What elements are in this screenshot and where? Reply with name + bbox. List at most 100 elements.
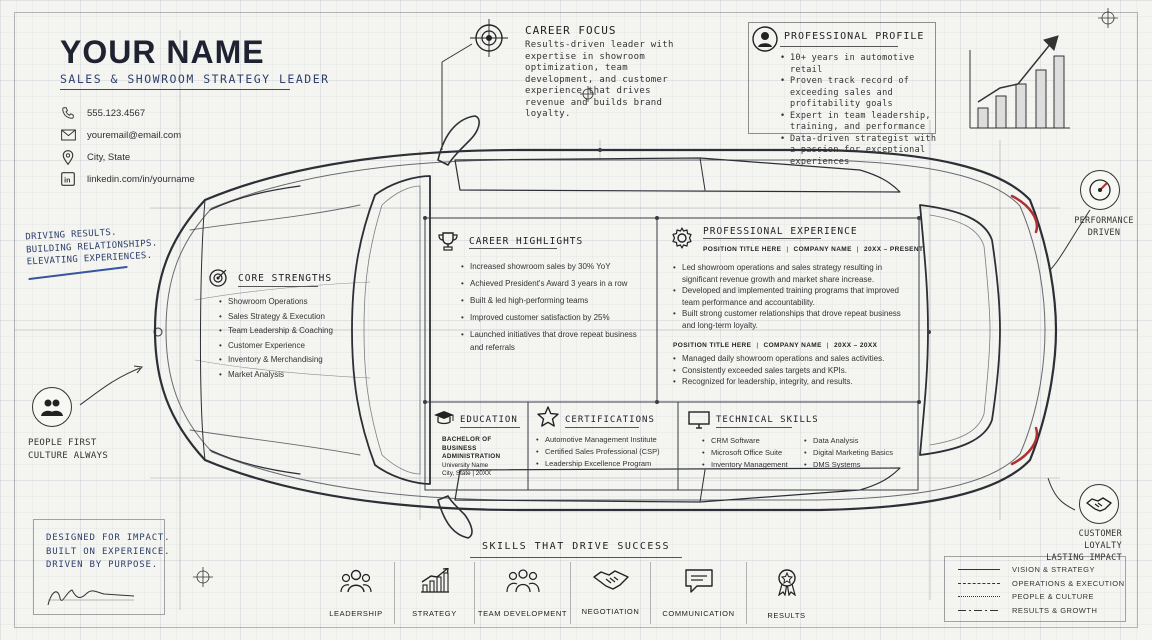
skill-leadership: LEADERSHIP bbox=[318, 562, 394, 624]
list-item: Market Analysis bbox=[218, 368, 358, 383]
core-strengths-list: Showroom Operations Sales Strategy & Exe… bbox=[218, 295, 358, 382]
legend-swatch-dash-dot bbox=[958, 609, 1000, 611]
job-1-position: POSITION TITLE HERE bbox=[703, 246, 782, 253]
profile-title: PROFESSIONAL PROFILE bbox=[784, 31, 925, 42]
motto-line-1: DESIGNED FOR IMPACT. bbox=[46, 533, 171, 543]
profile-person-icon bbox=[752, 26, 778, 57]
contact-list: 555.123.4567 youremail@email.com City, S… bbox=[60, 104, 195, 188]
list-item: Led showroom operations and sales strate… bbox=[672, 262, 908, 285]
certifications-list: Automotive Management Institute Certifie… bbox=[535, 434, 677, 470]
technical-skills-col-2: Data Analysis Digital Marketing Basics D… bbox=[803, 435, 915, 471]
skills-drive-title: SKILLS THAT DRIVE SUCCESS bbox=[481, 541, 670, 552]
people-line-2: CULTURE ALWAYS bbox=[28, 451, 109, 461]
loyalty-line-1: CUSTOMER LOYALTY bbox=[1078, 529, 1122, 551]
legend-swatch-dotted bbox=[958, 596, 1000, 598]
people-icon-left bbox=[32, 387, 72, 427]
legend-item: PEOPLE & CULTURE bbox=[958, 590, 1125, 604]
certifications-title: CERTIFICATIONS bbox=[565, 415, 655, 425]
job-2-company: COMPANY NAME bbox=[763, 342, 822, 349]
motto-line-2: BUILT ON EXPERIENCE. bbox=[46, 546, 171, 557]
school-location-year: City, State | 20XX bbox=[442, 470, 492, 477]
performance-callout: PERFORMANCE DRIVEN bbox=[1074, 216, 1134, 238]
location-text: City, State bbox=[87, 151, 131, 163]
legend-label: PEOPLE & CULTURE bbox=[1012, 592, 1095, 602]
growth-chart-icon bbox=[419, 567, 451, 599]
profile-list: 10+ years in automotive retail Proven tr… bbox=[780, 53, 938, 168]
graduation-cap-icon bbox=[433, 410, 455, 431]
list-item: Built & led high-performing teams bbox=[460, 294, 645, 308]
technical-skills-underline bbox=[716, 427, 792, 428]
mail-icon bbox=[60, 127, 76, 143]
handshake-icon-right bbox=[1079, 484, 1119, 524]
contact-linkedin[interactable]: in linkedin.com/in/yourname bbox=[60, 170, 195, 188]
skill-label: LEADERSHIP bbox=[329, 609, 383, 618]
phone-text: 555.123.4567 bbox=[87, 107, 146, 119]
list-item: Inventory & Merchandising bbox=[218, 353, 358, 368]
legend-item: VISION & STRATEGY bbox=[958, 563, 1125, 577]
job-1-header: POSITION TITLE HERE|COMPANY NAME|20XX – … bbox=[703, 246, 924, 253]
contact-email[interactable]: youremail@email.com bbox=[60, 126, 195, 144]
career-highlights-underline bbox=[469, 248, 557, 249]
legend-label: RESULTS & GROWTH bbox=[1012, 605, 1098, 615]
skills-drive-underline bbox=[470, 557, 682, 558]
star-icon bbox=[537, 406, 559, 433]
medal-icon bbox=[774, 568, 800, 601]
legend-swatch-dashed bbox=[958, 582, 1000, 584]
skill-strategy: STRATEGY bbox=[394, 562, 474, 624]
career-focus-body: Results-driven leader with expertise in … bbox=[525, 40, 674, 119]
legend-item: RESULTS & GROWTH bbox=[958, 604, 1125, 618]
degree-line-2: ADMINISTRATION bbox=[442, 453, 501, 460]
skill-communication: COMMUNICATION bbox=[650, 562, 746, 624]
education-title: EDUCATION bbox=[460, 415, 518, 425]
list-item: CRM Software bbox=[701, 435, 799, 447]
loyalty-callout: CUSTOMER LOYALTY LASTING IMPACT bbox=[1038, 528, 1122, 564]
title-underline bbox=[60, 89, 290, 90]
loyalty-line-2: LASTING IMPACT bbox=[1046, 553, 1122, 563]
skill-label: RESULTS bbox=[767, 611, 806, 620]
skill-team-development: TEAM DEVELOPMENT bbox=[474, 562, 570, 624]
trophy-icon bbox=[437, 231, 459, 256]
team-icon bbox=[505, 568, 541, 599]
list-item: Automotive Management Institute bbox=[535, 434, 677, 446]
degree-line-1: BACHELOR OF BUSINESS bbox=[442, 436, 492, 452]
people-line-1: PEOPLE FIRST bbox=[28, 438, 97, 448]
skill-label: COMMUNICATION bbox=[662, 609, 735, 618]
slogan-left: DRIVING RESULTS. BUILDING RELATIONSHIPS.… bbox=[25, 225, 158, 269]
motto-box bbox=[33, 519, 165, 615]
legend-swatch-solid bbox=[958, 569, 1000, 571]
email-text: youremail@email.com bbox=[87, 129, 182, 141]
monitor-icon bbox=[688, 411, 710, 434]
linkedin-icon: in bbox=[60, 171, 76, 187]
experience-underline bbox=[703, 238, 821, 239]
list-item: Increased showroom sales by 30% YoY bbox=[460, 260, 645, 274]
signature-sketch bbox=[47, 589, 135, 606]
people-callout: PEOPLE FIRST CULTURE ALWAYS bbox=[28, 437, 108, 463]
list-item: 10+ years in automotive retail bbox=[780, 53, 938, 76]
skill-results: RESULTS bbox=[746, 562, 826, 624]
list-item: Certified Sales Professional (CSP) bbox=[535, 446, 677, 458]
job-2-header: POSITION TITLE HERE|COMPANY NAME|20XX – … bbox=[673, 342, 878, 349]
list-item: Built strong customer relationships that… bbox=[672, 308, 908, 331]
motto-text: DESIGNED FOR IMPACT. BUILT ON EXPERIENCE… bbox=[46, 532, 170, 573]
education-underline bbox=[460, 427, 520, 428]
location-pin-icon bbox=[60, 149, 76, 165]
candidate-title: SALES & SHOWROOM STRATEGY LEADER bbox=[60, 72, 330, 86]
list-item: Leadership Excellence Program bbox=[535, 458, 677, 470]
skill-negotiation: NEGOTIATION bbox=[570, 562, 650, 624]
skill-label: TEAM DEVELOPMENT bbox=[477, 609, 568, 618]
list-item: Data Analysis bbox=[803, 435, 915, 447]
list-item: Launched initiatives that drove repeat b… bbox=[460, 328, 645, 354]
core-strengths-underline bbox=[238, 286, 318, 287]
target-icon bbox=[470, 19, 508, 57]
handshake-icon bbox=[592, 568, 629, 597]
technical-skills-title: TECHNICAL SKILLS bbox=[716, 415, 819, 425]
contact-location: City, State bbox=[60, 148, 195, 166]
linkedin-text: linkedin.com/in/yourname bbox=[87, 173, 195, 185]
motto-line-3: DRIVEN BY PURPOSE. bbox=[46, 560, 158, 570]
contact-phone[interactable]: 555.123.4567 bbox=[60, 104, 195, 122]
chat-icon bbox=[683, 568, 715, 599]
legend: VISION & STRATEGY OPERATIONS & EXECUTION… bbox=[958, 563, 1125, 617]
list-item: Managed daily showroom operations and sa… bbox=[672, 353, 908, 365]
target-small-icon bbox=[208, 268, 228, 293]
job-1-list: Led showroom operations and sales strate… bbox=[672, 262, 908, 331]
